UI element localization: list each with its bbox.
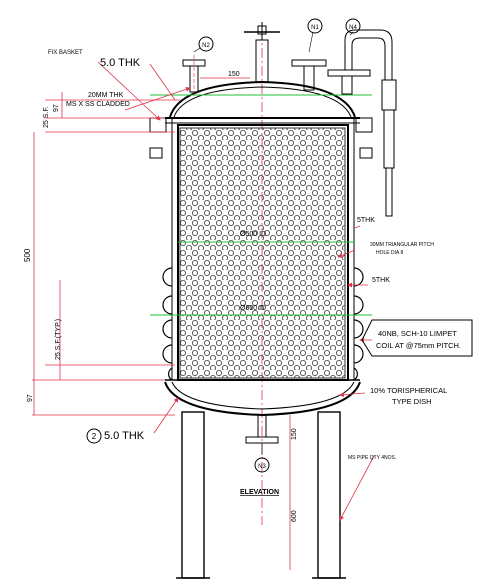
dish-note-line2: TYPE DISH	[392, 397, 432, 406]
top-thickness-label: 5.0 THK	[100, 57, 141, 69]
bottom-mark-number: 2	[92, 432, 97, 441]
dim-150-bottom: 150	[291, 428, 298, 440]
coil-thickness-label: 5THK	[372, 277, 390, 284]
section-lines	[150, 94, 372, 316]
dimension-lines	[32, 77, 291, 570]
bottom-thickness-label: 5.0 THK	[104, 430, 145, 442]
stirrer-nozzle	[244, 22, 280, 83]
support-legs	[176, 411, 346, 579]
elevation-title: ELEVATION	[240, 489, 279, 496]
nozzle-n1-label: N1	[311, 25, 319, 31]
basket-note-line2: HOLE DIA 8	[376, 250, 403, 256]
nozzle-n3	[245, 414, 279, 473]
legs-note: MS PIPE QTY 4NOS.	[348, 455, 396, 461]
coil-note-box	[361, 319, 473, 357]
basket-note-line1: 30MM TRIANGULAR PITCH	[370, 242, 434, 248]
cladding-line1: 20MM THK	[88, 92, 124, 99]
nozzle-n3-label: N3	[258, 464, 266, 470]
leader-lines	[97, 61, 375, 521]
dim-600: 600	[291, 510, 298, 522]
fix-basket-label: FIX BASKET	[48, 50, 83, 56]
coil-note-line2: COIL AT @75mm PITCH.	[376, 341, 461, 350]
coil-note-line1: 40NB, SCH-10 LIMPET	[378, 329, 457, 338]
dim-97-top: 97	[53, 104, 60, 112]
cladding-line2: MS X SS CLADDED	[66, 101, 130, 108]
limpet-coils	[162, 267, 364, 381]
dim-150-top: 150	[228, 71, 240, 78]
nozzle-n1	[291, 18, 327, 91]
perforated-basket	[179, 127, 346, 379]
dish-note-line1: 10% TORISPHERICAL	[370, 386, 447, 395]
nozzle-n4-label: N4	[349, 25, 357, 31]
nozzle-n4	[327, 18, 397, 217]
nozzle-n2	[182, 36, 214, 95]
dim-25-sf-typ: 25 S.F.(TYP.)	[55, 319, 62, 360]
center-label-lower: Ø800 ID	[240, 305, 266, 312]
dim-97-bottom: 97	[27, 394, 34, 402]
center-label-upper: Ø500 ID	[240, 231, 266, 238]
dim-500: 500	[23, 248, 32, 262]
dim-25-sf-top: 25 S.F.	[43, 106, 50, 128]
nozzle-n2-label: N2	[202, 43, 210, 49]
bottom-mark-bubble	[86, 428, 102, 444]
bottom-dish	[164, 381, 361, 417]
shell-thickness-label: 5THK	[357, 217, 375, 224]
